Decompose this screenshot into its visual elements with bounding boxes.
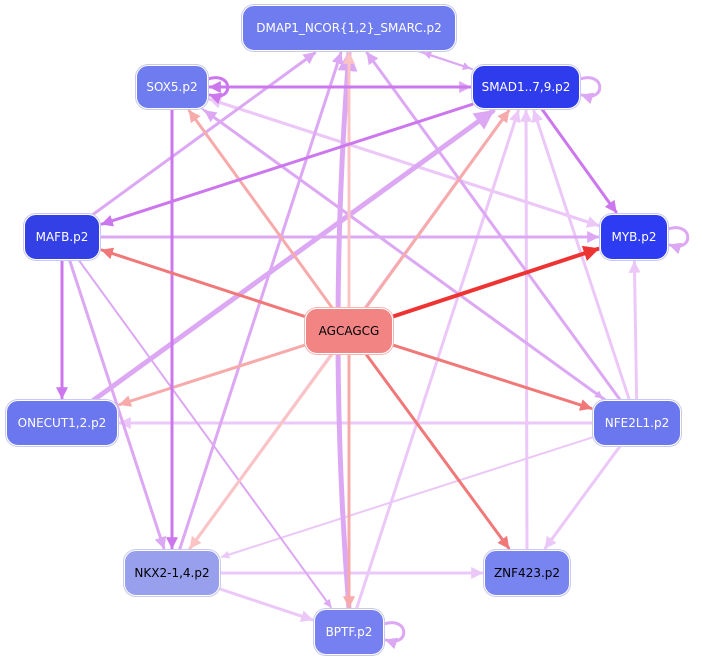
node-label-dmap1-ncor-smarc: DMAP1_NCOR{1,2}_SMARC.p2 bbox=[256, 21, 442, 35]
edge-nfe2l1-to-nkx2 bbox=[221, 436, 594, 559]
node-label-agcagcg: AGCAGCG bbox=[318, 324, 380, 338]
edge-agcagcg-to-sox5 bbox=[187, 109, 334, 310]
node-label-onecut: ONECUT1,2.p2 bbox=[17, 416, 107, 430]
edge-bptf-to-bptf bbox=[382, 621, 406, 650]
edge-agcagcg-to-myb bbox=[391, 245, 600, 319]
edge-nfe2l1-to-dmap1 bbox=[365, 51, 622, 402]
node-sox5[interactable]: SOX5.p2 bbox=[136, 65, 208, 109]
edge-myb-to-sox5 bbox=[208, 96, 602, 228]
node-myb[interactable]: MYB.p2 bbox=[600, 214, 668, 260]
edge-myb-to-myb bbox=[666, 226, 690, 255]
edge-agcagcg-to-znf423 bbox=[364, 352, 511, 550]
edge-sox5-to-sox5 bbox=[206, 76, 230, 105]
edge-mafb-to-bptf bbox=[77, 259, 332, 608]
node-nkx2[interactable]: NKX2-1,4.p2 bbox=[124, 550, 220, 596]
node-smad[interactable]: SMAD1..7,9.p2 bbox=[472, 65, 580, 109]
edge-smad-to-dmap1 bbox=[423, 51, 473, 70]
edge-agcagcg-to-onecut bbox=[118, 343, 307, 407]
edge-agcagcg-to-nkx2 bbox=[188, 352, 334, 550]
node-label-sox5: SOX5.p2 bbox=[146, 80, 198, 94]
edge-agcagcg-to-mafb bbox=[100, 247, 307, 319]
node-bptf[interactable]: BPTF.p2 bbox=[314, 609, 384, 655]
node-label-myb: MYB.p2 bbox=[611, 230, 657, 244]
node-nfe2l1[interactable]: NFE2L1.p2 bbox=[593, 400, 681, 446]
edge-smad-to-myb bbox=[540, 107, 618, 214]
node-label-nfe2l1: NFE2L1.p2 bbox=[604, 416, 670, 430]
node-label-bptf: BPTF.p2 bbox=[325, 625, 373, 639]
edge-nfe2l1-to-znf423 bbox=[543, 444, 622, 550]
node-mafb[interactable]: MAFB.p2 bbox=[24, 214, 100, 260]
node-label-mafb: MAFB.p2 bbox=[35, 230, 89, 244]
edge-nfe2l1-to-myb bbox=[628, 260, 641, 402]
edge-mafb-to-nkx2 bbox=[68, 258, 167, 550]
edge-nkx2-to-bptf bbox=[218, 587, 314, 622]
node-onecut[interactable]: ONECUT1,2.p2 bbox=[6, 400, 118, 446]
node-label-znf423: ZNF423.p2 bbox=[493, 566, 561, 580]
node-znf423[interactable]: ZNF423.p2 bbox=[484, 550, 570, 596]
node-label-nkx2: NKX2-1,4.p2 bbox=[134, 566, 210, 580]
edge-smad-to-smad bbox=[578, 76, 602, 105]
edge-znf423-to-smad bbox=[520, 109, 533, 552]
edge-agcagcg-to-nfe2l1 bbox=[391, 343, 593, 411]
edge-agcagcg-to-smad bbox=[364, 109, 511, 310]
node-dmap1-ncor-smarc[interactable]: DMAP1_NCOR{1,2}_SMARC.p2 bbox=[242, 5, 456, 51]
node-agcagcg[interactable]: AGCAGCG bbox=[305, 308, 393, 354]
edge-smad-to-mafb bbox=[100, 102, 474, 227]
node-label-smad: SMAD1..7,9.p2 bbox=[481, 80, 571, 94]
